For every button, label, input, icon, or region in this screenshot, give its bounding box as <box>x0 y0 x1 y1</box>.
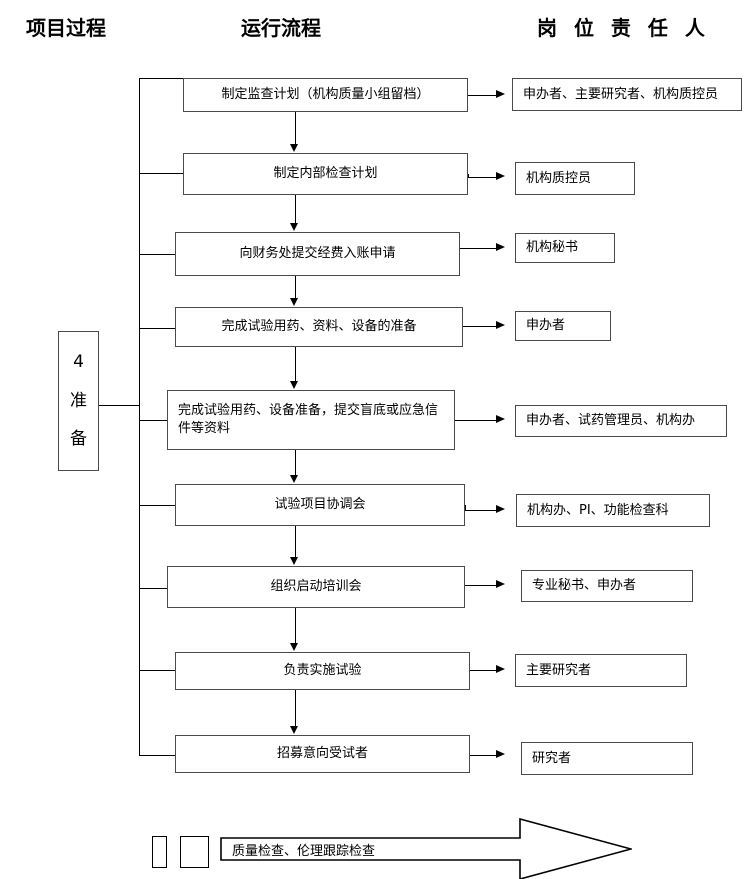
arrow-right-icon-6 <box>496 505 505 513</box>
down-connector-5-6 <box>295 450 296 476</box>
arrow-down-icon-2 <box>290 223 298 231</box>
owner-connector-5 <box>455 420 497 421</box>
spine-branch-2 <box>139 173 183 174</box>
banner-arrow-icon <box>220 818 632 879</box>
owner-box-4[interactable]: 申办者 <box>515 311 611 341</box>
owner-connector-2 <box>468 177 497 178</box>
flow-box-5[interactable]: 完成试验用药、设备准备，提交盲底或应急信件等资料 <box>167 390 455 450</box>
arrow-down-icon-1 <box>290 144 298 152</box>
down-connector-7-8 <box>295 608 296 644</box>
arrow-right-icon-1 <box>496 90 505 98</box>
owner-connector-9 <box>470 755 497 756</box>
banner-label: 质量检查、伦理跟踪检查 <box>232 844 376 859</box>
flow-box-8[interactable]: 负责实施试验 <box>175 652 470 690</box>
spine-branch-9 <box>139 755 175 756</box>
arrow-right-icon-5 <box>496 415 505 423</box>
owner-box-1[interactable]: 申办者、主要研究者、机构质控员 <box>512 78 742 111</box>
owner-box-9[interactable]: 研究者 <box>521 742 693 775</box>
owner-box-3[interactable]: 机构秘书 <box>515 233 615 263</box>
owner-stub-6 <box>465 505 466 511</box>
owner-box-5[interactable]: 申办者、试药管理员、机构办 <box>515 405 727 437</box>
owner-box-8[interactable]: 主要研究者 <box>515 654 687 687</box>
owner-connector-1 <box>468 95 497 96</box>
arrow-down-icon-6 <box>290 557 298 565</box>
flow-box-7[interactable]: 组织启动培训会 <box>167 566 465 608</box>
arrow-right-icon-8 <box>496 665 505 673</box>
down-connector-2-3 <box>295 195 296 224</box>
spine-branch-8 <box>139 670 175 671</box>
spine-branch-5 <box>139 420 167 421</box>
stage-label-char-1: 准 <box>70 390 87 411</box>
stage-box-preparation: 4 准 备 <box>58 331 99 471</box>
down-connector-1-2 <box>295 112 296 145</box>
arrow-right-icon-7 <box>496 580 505 588</box>
spine-branch-7 <box>139 588 175 589</box>
arrow-down-icon-8 <box>290 726 298 734</box>
stage-number: 4 <box>73 351 84 372</box>
banner-checkbox-2[interactable] <box>180 836 209 868</box>
flow-box-2[interactable]: 制定内部检查计划 <box>183 153 468 195</box>
spine-branch-6 <box>139 505 175 506</box>
arrow-right-icon-3 <box>496 243 505 251</box>
owner-connector-8 <box>470 670 497 671</box>
flow-box-1[interactable]: 制定监查计划（机构质量小组留档） <box>183 78 468 112</box>
owner-connector-3 <box>460 248 497 249</box>
arrow-right-icon-4 <box>496 321 505 329</box>
down-connector-3-4 <box>295 276 296 299</box>
owner-connector-7 <box>465 585 497 586</box>
down-connector-4-5 <box>295 347 296 382</box>
column-heading-process: 项目过程 <box>26 16 106 40</box>
arrow-down-icon-7 <box>290 643 298 651</box>
flow-box-4[interactable]: 完成试验用药、资料、设备的准备 <box>175 307 463 347</box>
arrow-down-icon-5 <box>290 475 298 483</box>
owner-box-6[interactable]: 机构办、PI、功能检查科 <box>516 494 710 527</box>
owner-box-2[interactable]: 机构质控员 <box>515 162 635 195</box>
arrow-right-icon-2 <box>496 172 505 180</box>
stage-to-spine-connector <box>99 405 140 406</box>
spine-branch-3 <box>139 254 175 255</box>
arrow-right-icon-9 <box>496 750 505 758</box>
owner-stub-2 <box>468 174 469 178</box>
spine-branch-4 <box>139 328 175 329</box>
owner-box-7[interactable]: 专业秘书、申办者 <box>521 570 693 602</box>
spine-branch-1 <box>139 78 183 79</box>
column-heading-owner: 岗 位 责 任 人 <box>537 16 710 40</box>
arrow-down-icon-4 <box>290 381 298 389</box>
stage-label-char-2: 备 <box>70 429 87 450</box>
flow-box-6[interactable]: 试验项目协调会 <box>175 484 465 526</box>
flow-box-3[interactable]: 向财务处提交经费入账申请 <box>175 232 460 276</box>
owner-connector-4 <box>463 326 497 327</box>
column-heading-flow: 运行流程 <box>241 16 321 40</box>
flow-spine-line <box>139 78 140 756</box>
banner-arrow-shape <box>220 818 632 879</box>
banner-checkbox-1[interactable] <box>152 836 167 868</box>
down-connector-6-7 <box>295 526 296 558</box>
owner-connector-6 <box>465 510 497 511</box>
arrow-down-icon-3 <box>290 298 298 306</box>
down-connector-8-9 <box>295 690 296 727</box>
flow-box-9[interactable]: 招募意向受试者 <box>175 735 470 773</box>
